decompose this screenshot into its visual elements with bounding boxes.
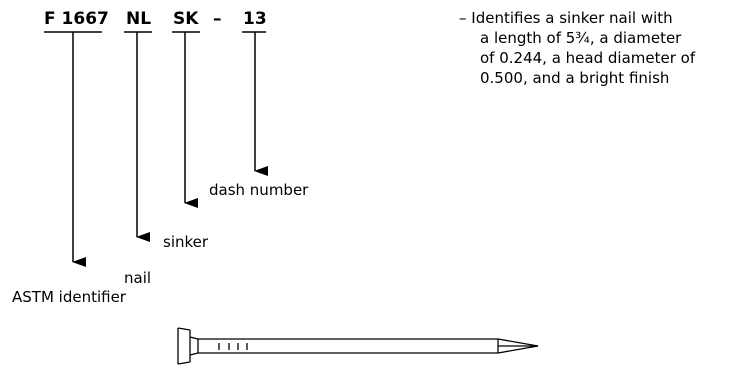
designation-dash: –: [213, 9, 222, 29]
label-type: nail: [124, 269, 152, 287]
nail-icon: [177, 327, 539, 365]
note-line-4: 0.500, and a bright finish: [480, 69, 670, 87]
note-line-3: of 0.244, a head diameter of: [480, 49, 696, 67]
designation-style: SK: [173, 9, 199, 29]
leader-arrows: [72, 32, 268, 267]
note-line-1: – Identifies a sinker nail with: [459, 9, 673, 27]
designation-number: 13: [243, 9, 267, 29]
label-style: sinker: [163, 233, 209, 251]
label-spec: ASTM identifier: [12, 288, 126, 306]
designation-type: NL: [126, 9, 152, 29]
designation-spec: F 1667: [44, 9, 109, 29]
note-line-2: a length of 5¾, a diameter: [480, 29, 682, 47]
explanation-note: – Identifies a sinker nail with a length…: [459, 8, 695, 88]
label-number: dash number: [209, 181, 309, 199]
